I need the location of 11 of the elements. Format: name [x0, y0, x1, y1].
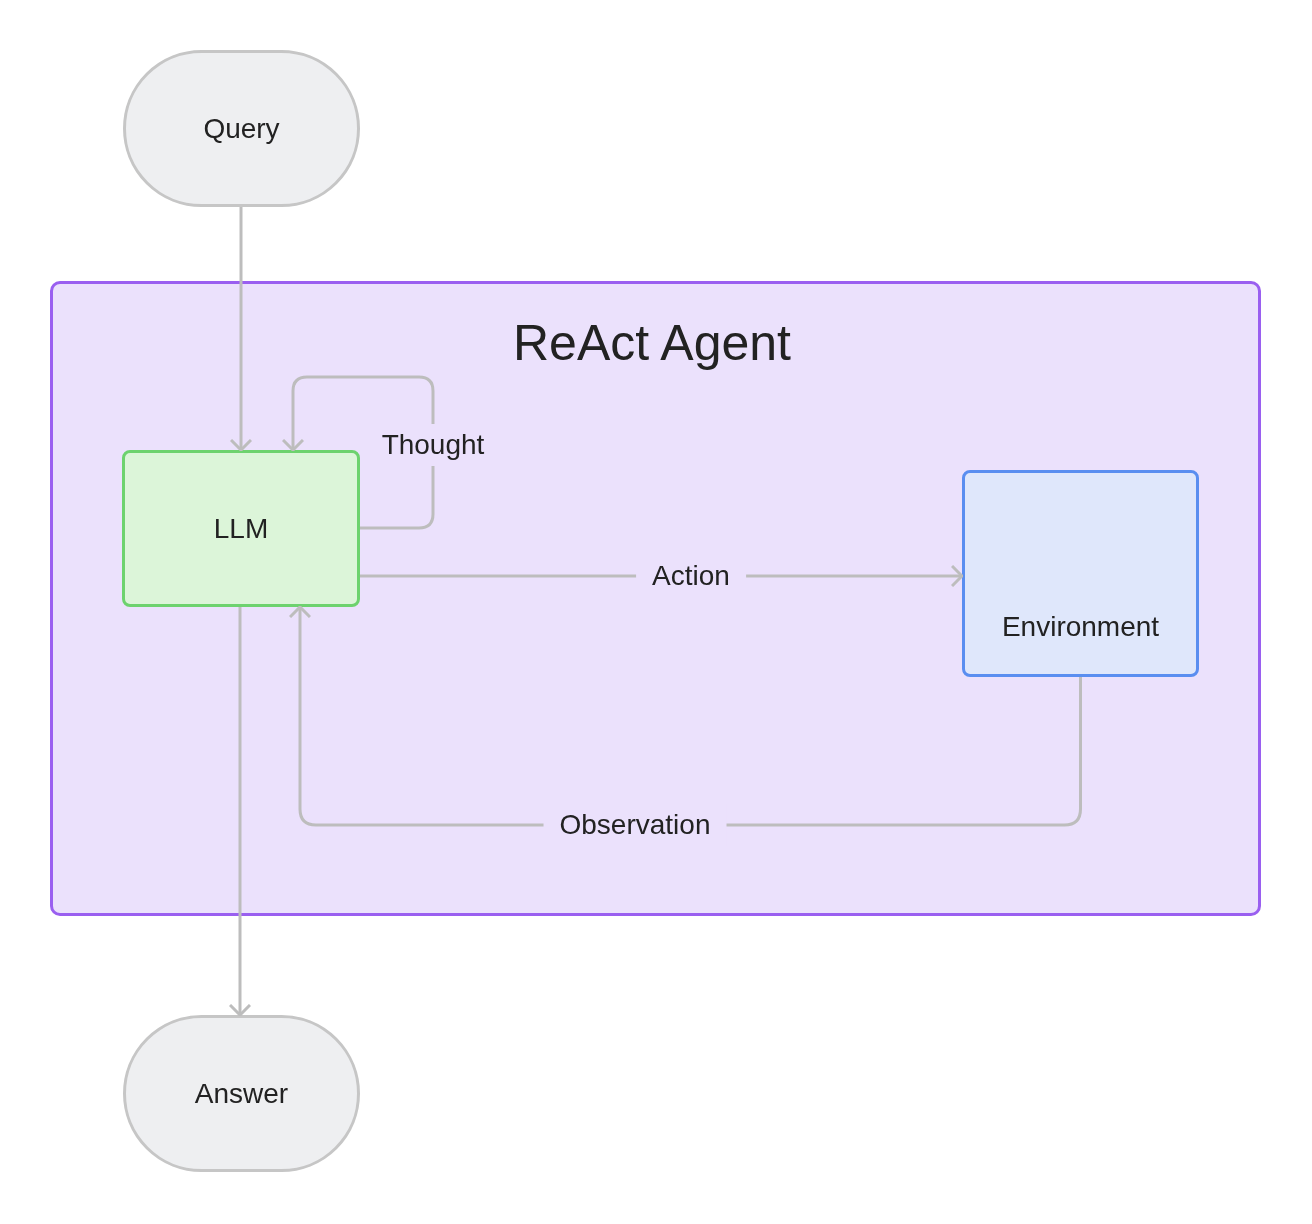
- node-label: Environment: [1001, 610, 1160, 644]
- arrow: [281, 375, 435, 530]
- node-label: LLM: [213, 511, 269, 546]
- panel-title: ReAct Agent: [513, 314, 791, 373]
- process-box: [962, 470, 1199, 677]
- process-box: [122, 450, 360, 607]
- arrow: [228, 607, 252, 1017]
- arrow: [229, 207, 253, 452]
- agent-panel: [50, 281, 1261, 916]
- node-label: Query: [203, 111, 280, 146]
- node-label: Answer: [194, 1076, 289, 1111]
